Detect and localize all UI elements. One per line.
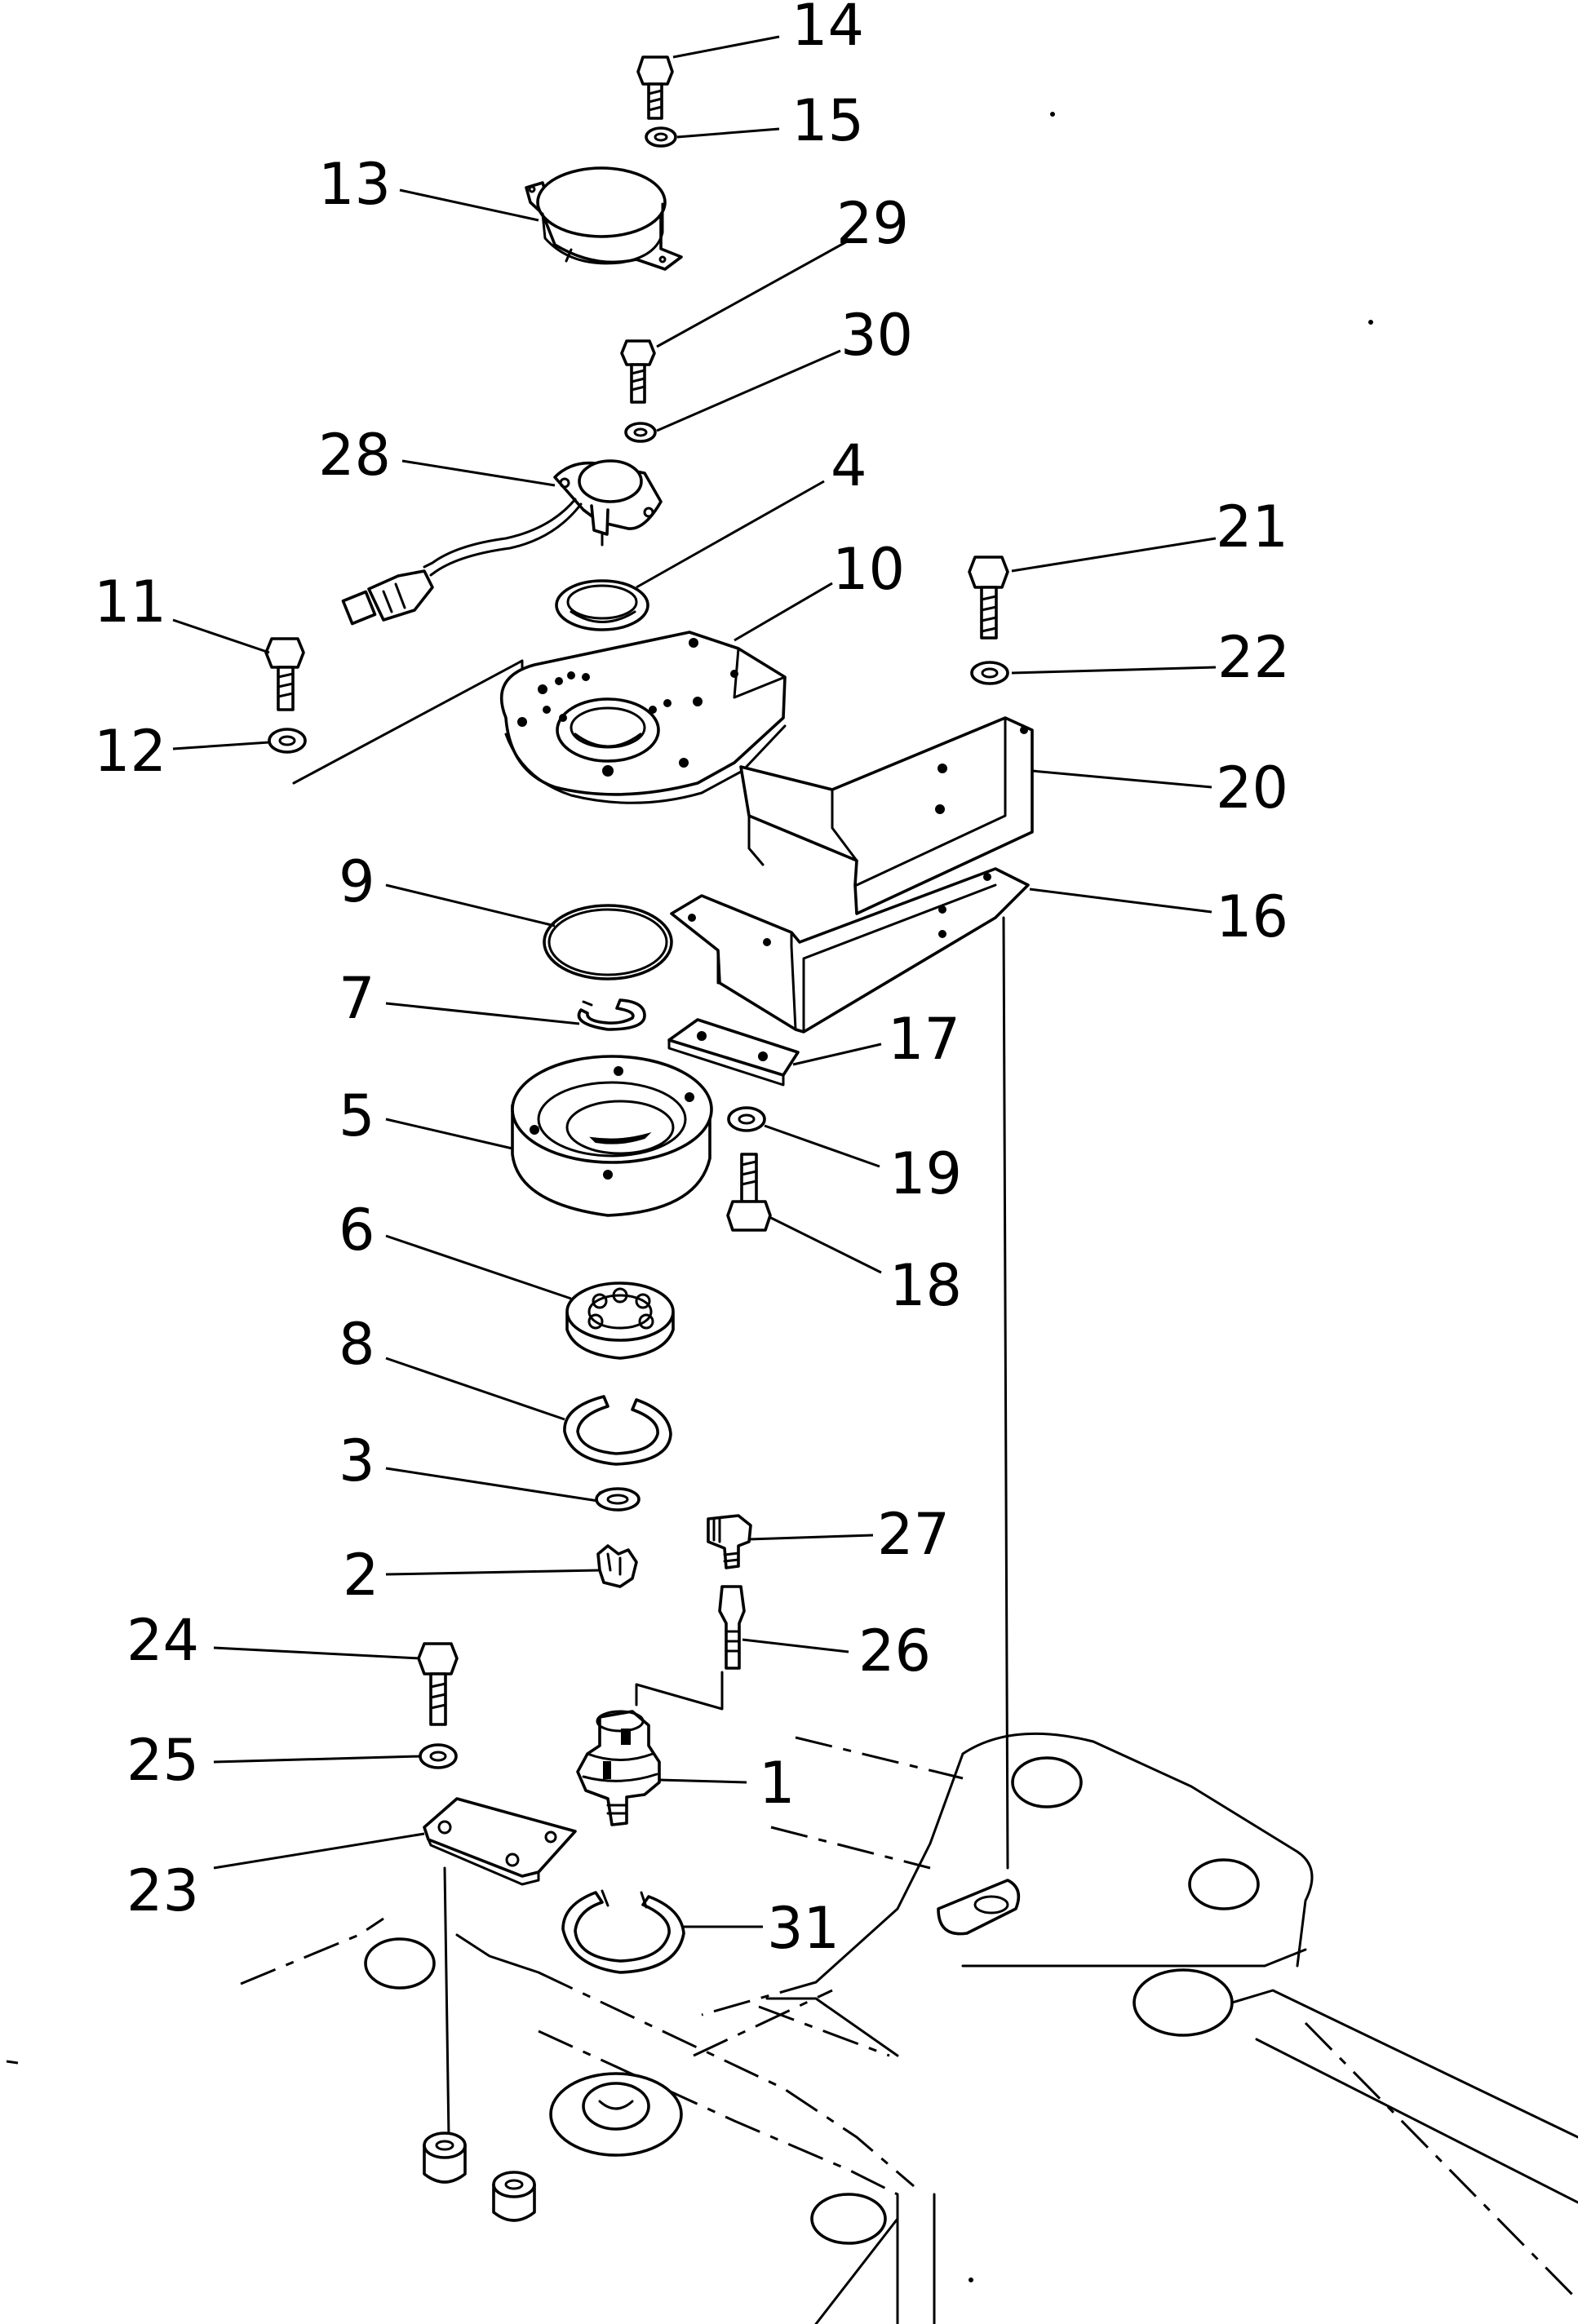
callout-21: 21 bbox=[1216, 494, 1288, 560]
callout-14: 14 bbox=[791, 0, 864, 59]
cover-13 bbox=[525, 166, 683, 271]
callout-11: 11 bbox=[94, 569, 166, 635]
snap-ring-31 bbox=[561, 1889, 685, 1974]
bracket-16 bbox=[670, 867, 1030, 1034]
speck bbox=[969, 2278, 973, 2282]
callout-19: 19 bbox=[889, 1140, 962, 1207]
callout-18: 18 bbox=[889, 1252, 962, 1319]
center-axis-upper bbox=[795, 1736, 964, 1780]
housing-5 bbox=[511, 1055, 713, 1217]
bushing-a bbox=[423, 2131, 467, 2184]
callout-25: 25 bbox=[126, 1727, 199, 1794]
callout-30: 30 bbox=[840, 302, 913, 369]
callout-20: 20 bbox=[1216, 755, 1288, 821]
callout-3: 3 bbox=[339, 1428, 375, 1494]
callout-23: 23 bbox=[126, 1857, 199, 1924]
washer-15 bbox=[645, 126, 677, 148]
speck bbox=[1368, 320, 1373, 325]
bolt-24 bbox=[417, 1642, 459, 1726]
sensor-28 bbox=[341, 459, 663, 626]
bolt-14 bbox=[636, 55, 674, 120]
leader-lines bbox=[172, 35, 1217, 1928]
callout-6: 6 bbox=[339, 1197, 375, 1264]
callout-15: 15 bbox=[791, 87, 864, 154]
callout-2: 2 bbox=[343, 1542, 379, 1609]
callout-27: 27 bbox=[877, 1501, 950, 1568]
callout-1: 1 bbox=[759, 1750, 796, 1817]
callout-8: 8 bbox=[339, 1311, 375, 1378]
callout-24: 24 bbox=[126, 1607, 199, 1674]
callout-7: 7 bbox=[339, 965, 375, 1032]
snap-ring-8 bbox=[563, 1395, 672, 1466]
plate-23 bbox=[423, 1797, 577, 1886]
callout-13: 13 bbox=[318, 151, 391, 218]
callout-12: 12 bbox=[94, 718, 166, 785]
bolt-21 bbox=[968, 556, 1009, 640]
bracket-20 bbox=[739, 716, 1034, 915]
plate-17 bbox=[667, 1018, 800, 1087]
mount-line-23 bbox=[443, 1866, 450, 2139]
plate-10 bbox=[499, 631, 787, 804]
washer-19 bbox=[727, 1106, 766, 1132]
pipe-fitting-26 bbox=[718, 1585, 746, 1670]
washer-25 bbox=[419, 1743, 458, 1769]
washer-22 bbox=[970, 661, 1009, 685]
center-axis-lower bbox=[770, 1826, 931, 1870]
callout-9: 9 bbox=[339, 848, 375, 915]
callout-28: 28 bbox=[318, 422, 391, 489]
callout-31: 31 bbox=[767, 1895, 840, 1962]
callout-26: 26 bbox=[858, 1618, 931, 1684]
callout-labels: 14 15 13 29 30 28 4 10 21 11 22 12 20 9 … bbox=[94, 0, 1290, 1962]
callout-5: 5 bbox=[339, 1082, 375, 1149]
o-ring-9 bbox=[543, 904, 673, 981]
washer-12 bbox=[268, 728, 307, 754]
seal-4 bbox=[555, 579, 649, 631]
callout-22: 22 bbox=[1217, 624, 1290, 691]
callout-4: 4 bbox=[831, 432, 867, 499]
callout-29: 29 bbox=[836, 190, 909, 257]
leader-12-10 bbox=[292, 659, 524, 785]
steering-arm bbox=[701, 1732, 1578, 2302]
washer-30 bbox=[624, 422, 657, 443]
ring-3 bbox=[595, 1487, 641, 1512]
bolt-29 bbox=[620, 339, 656, 404]
elbow-fitting-27 bbox=[707, 1514, 752, 1569]
callout-17: 17 bbox=[888, 1006, 960, 1073]
leader-26-1 bbox=[635, 1671, 724, 1711]
callout-16: 16 bbox=[1216, 883, 1288, 950]
clip-2 bbox=[596, 1544, 638, 1588]
mount-line-16 bbox=[1002, 916, 1009, 1870]
bearing-6 bbox=[565, 1282, 675, 1360]
speck bbox=[1050, 112, 1055, 117]
bolt-11 bbox=[264, 637, 305, 711]
speck bbox=[6, 2060, 19, 2065]
callout-10: 10 bbox=[832, 536, 905, 603]
base-frame bbox=[240, 1917, 936, 2324]
snap-ring-7 bbox=[577, 998, 646, 1031]
sensor-1 bbox=[576, 1710, 661, 1826]
bolt-18 bbox=[726, 1153, 772, 1232]
bushing-b bbox=[492, 2171, 536, 2222]
